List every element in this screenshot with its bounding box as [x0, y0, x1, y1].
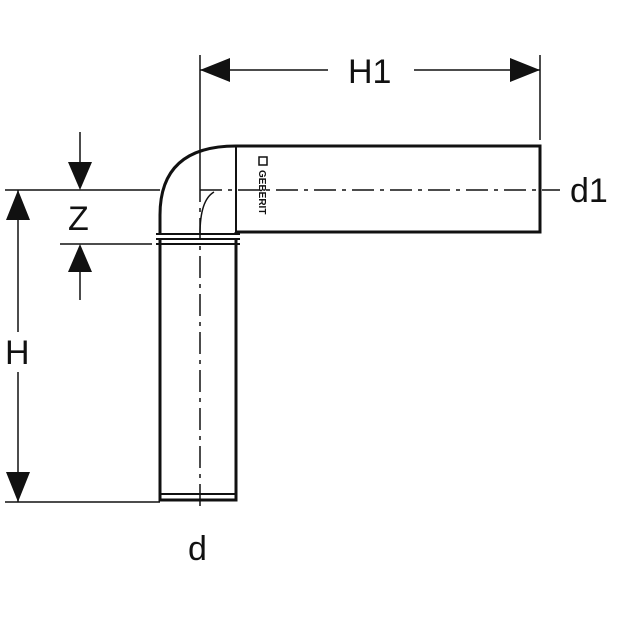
- bend-centerline-arc: [199, 191, 215, 235]
- h-arrow-top: [6, 190, 30, 220]
- h1-arrow-left: [200, 58, 230, 82]
- brand-logo-text: GEBERIT: [256, 170, 267, 214]
- z-arrow-bottom: [68, 244, 92, 272]
- d-label: d: [188, 530, 207, 568]
- bend-outer-wall: [158, 144, 237, 234]
- h1-arrow-right: [510, 58, 540, 82]
- brand-logo-square: [258, 156, 268, 166]
- h-label: H: [5, 334, 30, 372]
- vertical-pipe: [158, 240, 238, 502]
- d1-label: d1: [570, 172, 608, 210]
- horizontal-pipe: [236, 144, 542, 234]
- h-arrow-bottom: [6, 472, 30, 502]
- h1-label: H1: [348, 53, 391, 91]
- z-label: Z: [68, 200, 89, 238]
- z-arrow-top: [68, 162, 92, 190]
